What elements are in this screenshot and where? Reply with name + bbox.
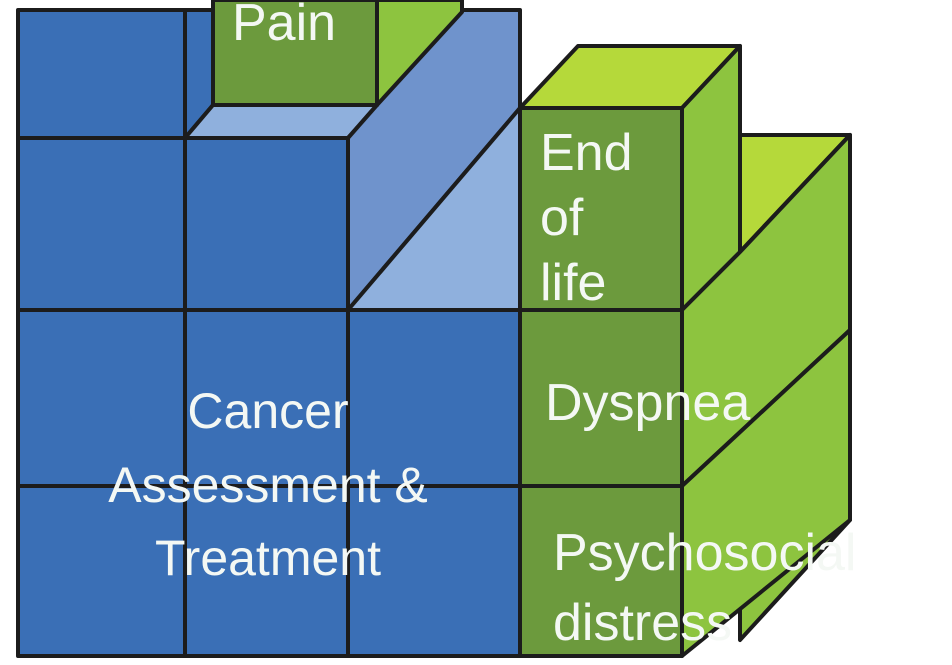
pain-front-face — [211, 0, 379, 107]
end-of-life-front — [518, 106, 684, 312]
end-of-life-label: End of life — [540, 124, 633, 312]
cancer-assessment-line: Assessment & — [108, 457, 428, 513]
cancer-assessment-block — [16, 8, 522, 658]
pain-side-face — [375, 0, 464, 107]
green-stack — [518, 44, 852, 658]
psychosocial-distress-label: Psychosocial distress — [553, 524, 856, 652]
blue-cell — [16, 484, 187, 658]
pain-block — [211, 0, 464, 107]
end-of-life-line: of — [540, 189, 584, 247]
cancer-assessment-line: Cancer — [187, 383, 348, 439]
dyspnea-front — [518, 308, 684, 488]
blue-cell — [16, 136, 187, 312]
dyspnea-label: Dyspnea — [545, 374, 750, 432]
blue-cell — [16, 308, 187, 488]
blue-pain-wall-bottom — [183, 103, 379, 140]
psychosocial-line: Psychosocial — [553, 524, 856, 582]
psychosocial-line: distress — [553, 594, 732, 652]
end-of-life-line: End — [540, 124, 633, 182]
blue-cell — [346, 308, 522, 488]
blue-cell — [16, 8, 187, 140]
blue-cell — [346, 484, 522, 658]
blue-cell — [183, 308, 350, 488]
end-of-life-line: life — [540, 254, 606, 312]
pain-label: Pain — [232, 0, 336, 52]
cancer-assessment-line: Treatment — [155, 530, 381, 586]
psychosocial-front — [518, 484, 684, 658]
cancer-assessment-label: Cancer Assessment & Treatment — [108, 383, 428, 586]
blue-cell — [183, 136, 350, 312]
blue-cell — [183, 484, 350, 658]
